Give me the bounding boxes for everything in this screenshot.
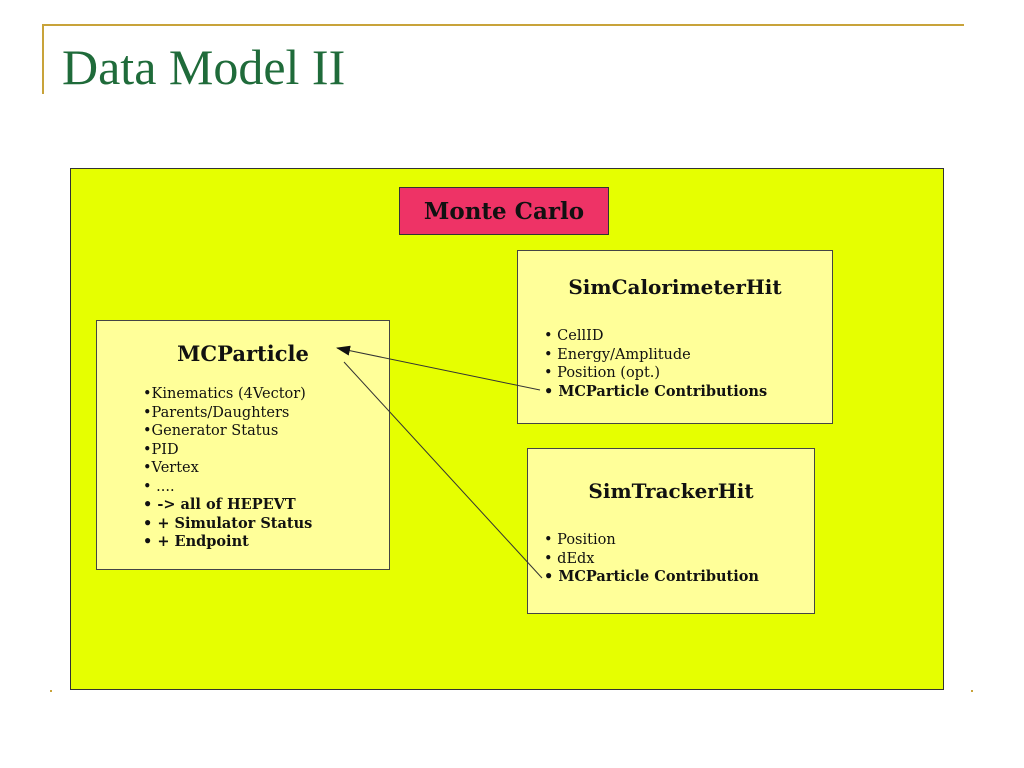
simcalorimeterhit-item: • Energy/Amplitude bbox=[544, 346, 691, 363]
simtrackerhit-to-mcparticle-arrow bbox=[343, 361, 543, 579]
mcparticle-item: •Vertex bbox=[143, 460, 199, 476]
mcparticle-item: • + Endpoint bbox=[143, 533, 249, 550]
mcparticle-attribute-list: •Kinematics (4Vector) •Parents/Daughters… bbox=[143, 385, 312, 552]
simcalorimeterhit-attribute-list: • CellID • Energy/Amplitude • Position (… bbox=[544, 327, 767, 401]
footer-dot-left bbox=[50, 690, 52, 692]
mcparticle-item: •Kinematics (4Vector) bbox=[143, 386, 306, 402]
mcparticle-item: • .... bbox=[143, 478, 175, 495]
mcparticle-item: •Parents/Daughters bbox=[143, 404, 290, 421]
simcalorimeterhit-item: • Position (opt.) bbox=[544, 365, 661, 381]
monte-carlo-label: Monte Carlo bbox=[399, 187, 609, 235]
simcalorimeterhit-item: • CellID bbox=[544, 328, 604, 344]
title-accent-rule-vertical bbox=[42, 24, 44, 94]
simtrackerhit-item: • Position bbox=[544, 532, 616, 548]
footer-dot-right bbox=[971, 690, 973, 692]
mcparticle-item: •Generator Status bbox=[143, 423, 279, 439]
simtrackerhit-item: • dEdx bbox=[544, 550, 595, 567]
simtrackerhit-title: SimTrackerHit bbox=[588, 479, 754, 503]
mcparticle-item: • + Simulator Status bbox=[143, 514, 313, 532]
simtrackerhit-attribute-list: • Position • dEdx • MCParticle Contribut… bbox=[544, 531, 759, 587]
simcalorimeterhit-item: • MCParticle Contributions bbox=[544, 382, 768, 400]
mcparticle-title: MCParticle bbox=[177, 341, 309, 366]
slide-title: Data Model II bbox=[62, 39, 346, 95]
simcalorimeterhit-to-mcparticle-arrow bbox=[336, 345, 541, 391]
mcparticle-box: MCParticle •Kinematics (4Vector) •Parent… bbox=[96, 320, 390, 570]
title-accent-rule-horizontal bbox=[42, 24, 964, 26]
simcalorimeterhit-box: SimCalorimeterHit • CellID • Energy/Ampl… bbox=[517, 250, 833, 424]
simtrackerhit-item: • MCParticle Contribution bbox=[544, 568, 759, 585]
simcalorimeterhit-title: SimCalorimeterHit bbox=[568, 275, 782, 299]
simtrackerhit-box: SimTrackerHit • Position • dEdx • MCPart… bbox=[527, 448, 815, 614]
mcparticle-item: • -> all of HEPEVT bbox=[143, 496, 296, 513]
mcparticle-item: •PID bbox=[143, 441, 179, 458]
